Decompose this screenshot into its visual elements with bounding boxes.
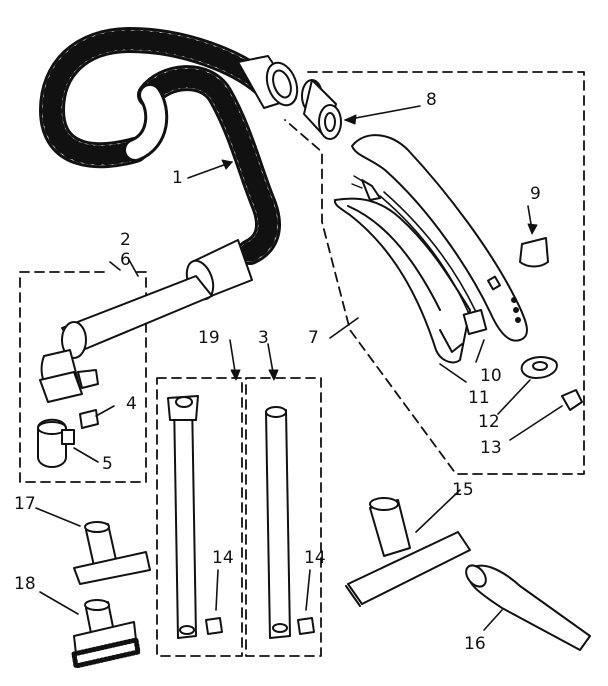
upholstery-tool-17: [35, 507, 151, 585]
group-box-2-6: [19, 271, 147, 483]
callout-3: 3: [258, 328, 269, 348]
callout-8: 8: [426, 90, 437, 110]
callout-18: 18: [14, 574, 36, 594]
callout-11: 11: [468, 388, 490, 408]
group-box-3: [245, 377, 322, 657]
callout-9: 9: [530, 184, 541, 204]
callout-14a: 14: [212, 548, 234, 568]
callout-15: 15: [452, 480, 474, 500]
hose-swivel: [301, 79, 421, 140]
callout-14b: 14: [304, 548, 326, 568]
wand-3: [265, 343, 315, 639]
callout-4: 4: [126, 394, 137, 414]
callout-6: 6: [120, 250, 131, 270]
hose-handle: [329, 134, 583, 441]
clip-13: [561, 389, 583, 411]
callout-1: 1: [172, 168, 183, 188]
callout-5: 5: [102, 454, 113, 474]
callout-19: 19: [198, 328, 220, 348]
clip-9: [519, 237, 549, 268]
crevice-tool-16: [465, 564, 591, 651]
floor-tool-15: [345, 489, 471, 607]
callout-17: 17: [14, 494, 36, 514]
callout-16: 16: [464, 634, 486, 654]
dusting-brush-18: [39, 591, 141, 669]
callout-7: 7: [308, 328, 319, 348]
hose: [39, 27, 299, 301]
callout-10: 10: [480, 366, 502, 386]
callout-2: 2: [120, 230, 131, 250]
wand-19: [167, 339, 241, 639]
callout-12: 12: [478, 412, 500, 432]
wand-assembly: [37, 257, 213, 468]
group-box-19: [156, 377, 243, 657]
callout-13: 13: [480, 438, 502, 458]
switch-12: [520, 356, 558, 379]
group-box-7: [284, 71, 585, 475]
